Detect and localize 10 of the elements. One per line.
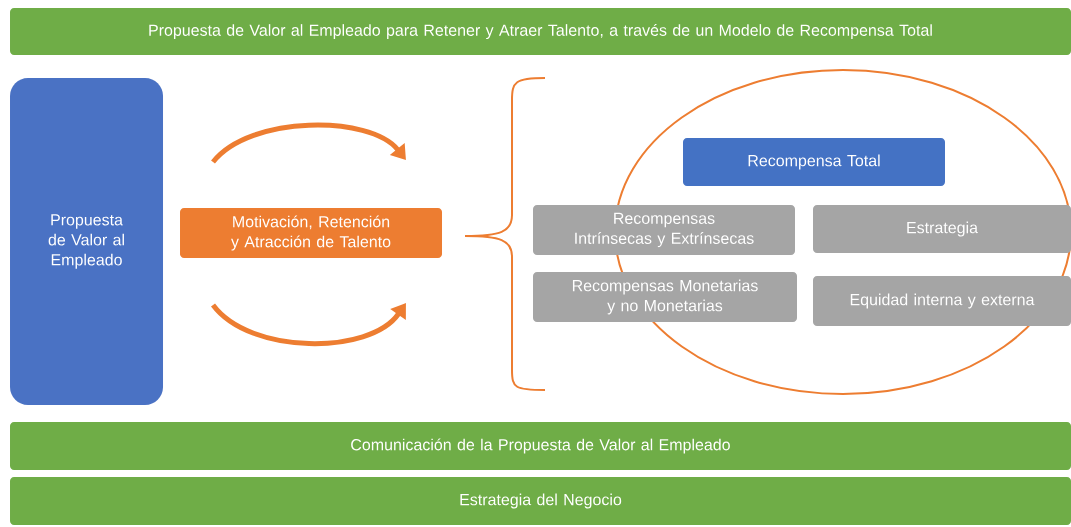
banner: Comunicación de la Propuesta de Valor al Empleado bbox=[10, 422, 1071, 470]
item-box: Estrategia bbox=[813, 205, 1071, 253]
process-box: Motivación, Retención y Atracción de Talento bbox=[180, 208, 442, 258]
item-box: Equidad interna y externa bbox=[813, 276, 1071, 326]
item-box: Recompensas Intrínsecas y Extrínsecas bbox=[533, 205, 795, 255]
item-box: Recompensas Monetarias y no Monetarias bbox=[533, 272, 797, 322]
side-panel: Propuesta de Valor al Empleado bbox=[10, 78, 163, 405]
title-box: Recompensa Total bbox=[683, 138, 945, 186]
banner: Estrategia del Negocio bbox=[10, 477, 1071, 525]
banner: Propuesta de Valor al Empleado para Retener y Atraer Talento, a través de un Modelo de Recompensa Total bbox=[10, 8, 1071, 55]
